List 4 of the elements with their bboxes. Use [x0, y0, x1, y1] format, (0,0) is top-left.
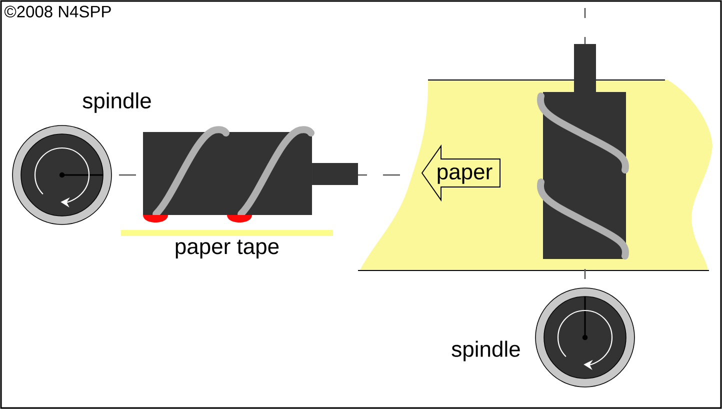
- spindle-label: spindle: [82, 92, 151, 113]
- tape-label: paper tape: [176, 240, 279, 259]
- spindle-label: spindle: [452, 340, 520, 362]
- copyright-text: ©2008 N4SPP: [4, 6, 111, 18]
